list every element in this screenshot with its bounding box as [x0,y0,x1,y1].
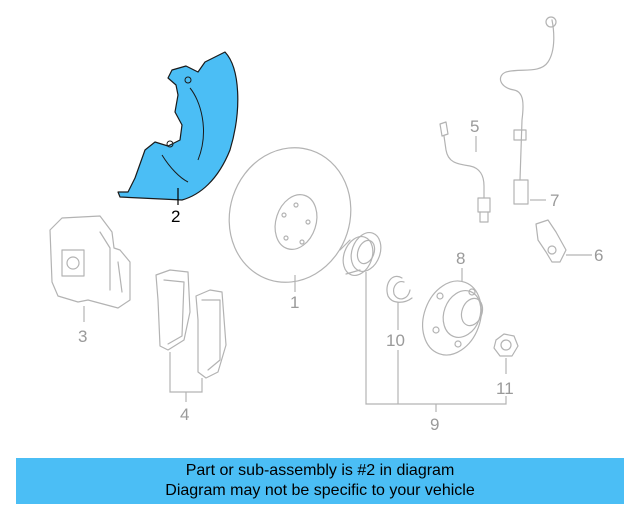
callout-3: 3 [78,327,87,346]
callout-8: 8 [456,249,465,268]
banner-line-1: Part or sub-assembly is #2 in diagram [185,462,455,479]
callout-10: 10 [386,331,405,350]
callout-6: 6 [594,246,603,265]
leader-4 [169,352,203,393]
callout-4: 4 [180,405,189,424]
callout-11: 11 [496,379,514,398]
brake-rotor-part-1 [228,147,352,283]
callout-7: 7 [550,191,559,210]
info-banner: Part or sub-assembly is #2 in diagram Di… [16,458,624,504]
brake-hose-part-5 [439,121,491,223]
abs-wire-part-7 [499,16,557,205]
wheel-hub-part-8 [422,280,484,356]
banner-line-2: Diagram may not be specific to your vehi… [165,482,475,499]
axle-nut-part-11 [493,333,519,357]
brake-caliper-part-3 [49,215,131,309]
parts-diagram: 2 1 3 4 10 [49,16,603,434]
snap-ring-part-10 [386,275,413,303]
splash-shield-part-2[interactable] [117,51,239,201]
brake-pads-part-4 [155,269,227,379]
callout-2: 2 [171,207,180,226]
abs-sensor-part-6 [535,219,567,263]
callout-9: 9 [430,415,439,434]
callout-1: 1 [290,293,299,312]
wheel-bearing [339,232,382,276]
callout-5: 5 [470,117,479,136]
